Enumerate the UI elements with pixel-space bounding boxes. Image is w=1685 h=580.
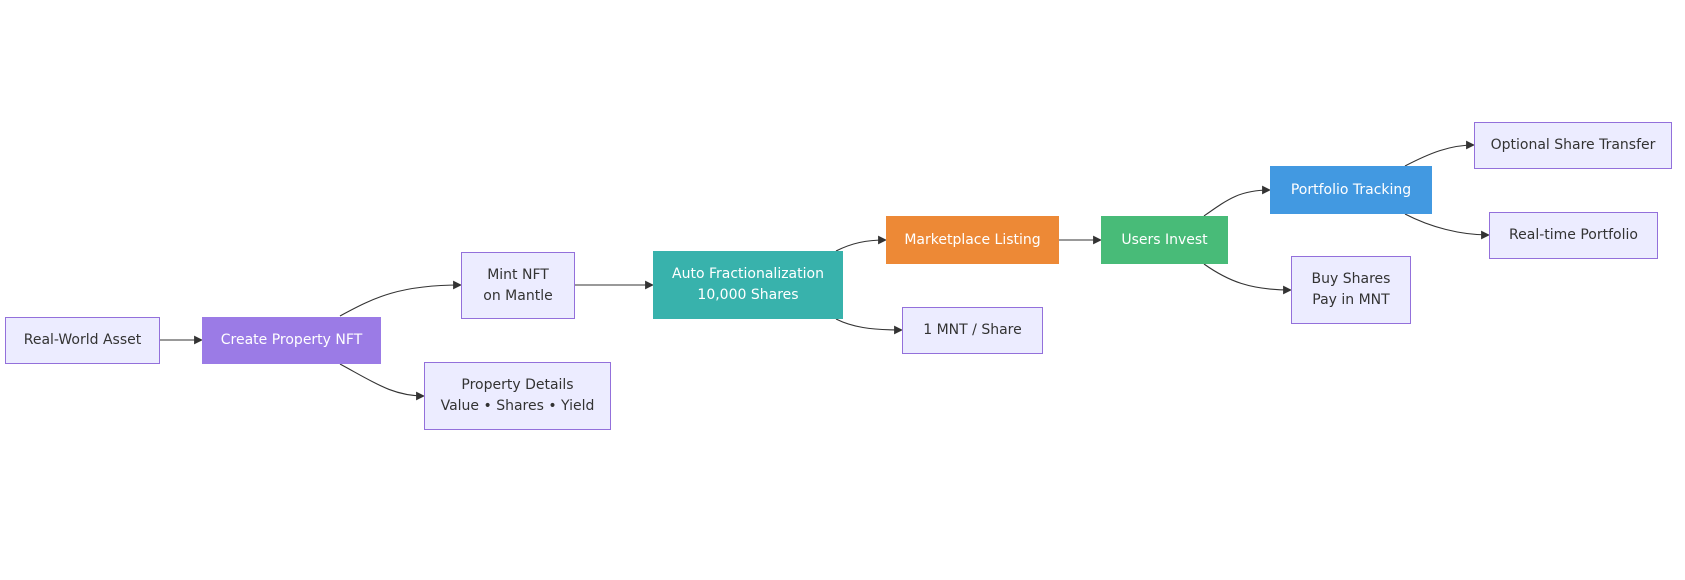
node-optional-share-transfer-label: Optional Share Transfer bbox=[1490, 137, 1656, 153]
node-mint-nft-line-2: on Mantle bbox=[483, 287, 553, 304]
node-marketplace-listing-label: Marketplace Listing bbox=[904, 231, 1041, 248]
node-property-details-line-1: Property Details bbox=[461, 377, 574, 393]
node-realtime-portfolio-label: Real-time Portfolio bbox=[1509, 227, 1638, 243]
node-realtime-portfolio[interactable]: Real-time Portfolio bbox=[1489, 212, 1658, 259]
node-auto-fractionalization-line-2: 10,000 Shares bbox=[697, 287, 799, 303]
edge-auto-fractionalization-to-marketplace-listing bbox=[835, 235, 887, 252]
node-mint-nft[interactable]: Mint NFT on Mantle bbox=[461, 252, 575, 319]
node-marketplace-listing[interactable]: Marketplace Listing bbox=[886, 216, 1059, 264]
edge-users-invest-to-buy-shares bbox=[1203, 263, 1292, 295]
node-create-property-nft-label: Create Property NFT bbox=[220, 332, 363, 348]
node-share-price-label: 1 MNT / Share bbox=[923, 322, 1022, 338]
node-users-invest[interactable]: Users Invest bbox=[1101, 216, 1228, 264]
node-portfolio-tracking-label: Portfolio Tracking bbox=[1290, 181, 1412, 198]
node-buy-shares[interactable]: Buy Shares Pay in MNT bbox=[1291, 256, 1411, 324]
edge-auto-fractionalization-to-share-price bbox=[835, 318, 903, 335]
edge-portfolio-tracking-to-optional-share-transfer bbox=[1404, 140, 1475, 167]
node-portfolio-tracking[interactable]: Portfolio Tracking bbox=[1270, 166, 1432, 214]
node-buy-shares-line-2: Pay in MNT bbox=[1312, 292, 1390, 308]
node-share-price[interactable]: 1 MNT / Share bbox=[902, 307, 1043, 354]
node-real-world-asset[interactable]: Real-World Asset bbox=[5, 317, 160, 364]
node-auto-fractionalization-line-1: Auto Fractionalization bbox=[672, 266, 824, 282]
node-create-property-nft[interactable]: Create Property NFT bbox=[202, 317, 381, 364]
edge-create-property-nft-to-property-details bbox=[339, 363, 425, 401]
node-auto-fractionalization[interactable]: Auto Fractionalization 10,000 Shares bbox=[653, 251, 843, 319]
node-mint-nft-line-1: Mint NFT bbox=[487, 266, 549, 283]
edge-users-invest-to-portfolio-tracking bbox=[1203, 185, 1271, 217]
node-real-world-asset-label: Real-World Asset bbox=[23, 332, 142, 348]
node-users-invest-label: Users Invest bbox=[1121, 231, 1208, 248]
node-property-details[interactable]: Property Details Value • Shares • Yield bbox=[424, 362, 611, 430]
edge-portfolio-tracking-to-realtime-portfolio bbox=[1404, 213, 1490, 240]
node-buy-shares-line-1: Buy Shares bbox=[1311, 271, 1391, 287]
edge-create-property-nft-to-mint-nft bbox=[339, 280, 462, 317]
node-optional-share-transfer[interactable]: Optional Share Transfer bbox=[1474, 122, 1672, 169]
node-property-details-line-2: Value • Shares • Yield bbox=[440, 398, 595, 414]
